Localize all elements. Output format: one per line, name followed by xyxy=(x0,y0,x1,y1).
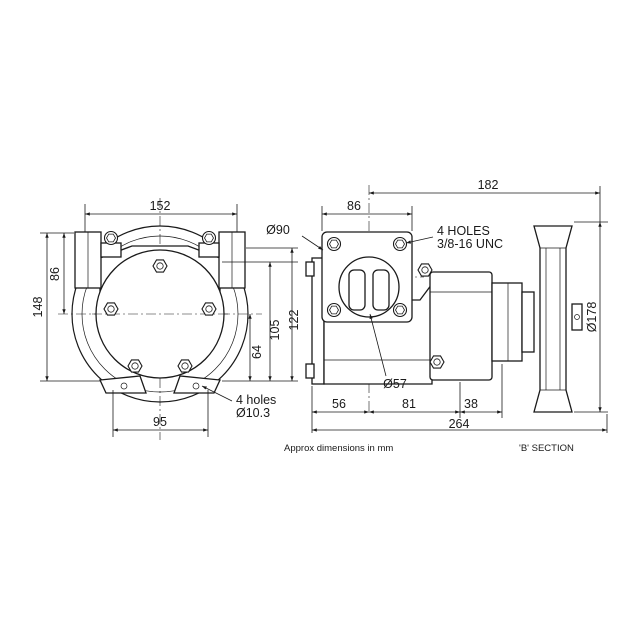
right-foot xyxy=(173,375,221,394)
dim-64-label: 64 xyxy=(250,345,264,359)
port-chamber-left xyxy=(348,269,366,311)
shaft-end xyxy=(571,303,583,331)
cover-nut-bottom-left-icon xyxy=(127,359,143,373)
cover-nut-left-icon xyxy=(103,302,119,316)
left-top-tab xyxy=(100,242,122,258)
clutch-hub xyxy=(491,282,523,362)
dim-86-front-label: 86 xyxy=(48,267,62,281)
dim-86-side-label: 86 xyxy=(347,199,361,213)
thread-holes-label: 4 HOLES xyxy=(437,224,490,238)
cover-nut-bottom-right-icon xyxy=(177,359,193,373)
dim-95-label: 95 xyxy=(153,415,167,429)
flange-bolt-bottom-left-icon xyxy=(326,302,342,318)
thread-holes-leader xyxy=(405,236,434,244)
left-foot xyxy=(99,375,147,394)
clutch-boss xyxy=(521,291,535,353)
port-chamber-right xyxy=(372,269,390,311)
end-cover-lug-top xyxy=(305,261,315,277)
dim-152-label: 152 xyxy=(150,199,171,213)
left-foot-hole xyxy=(120,382,128,390)
holes-label: 4 holes xyxy=(236,393,276,407)
end-cover-lug-bottom xyxy=(305,363,315,379)
holes-leader xyxy=(201,385,233,402)
dim-81-label: 81 xyxy=(402,397,416,411)
side-view: 182 86 Ø90 4 HOLES 3/8-16 UNC Ø178 Ø57 5… xyxy=(266,178,608,433)
flange-dia-label: Ø90 xyxy=(266,223,290,237)
dim-105-label: 105 xyxy=(268,320,282,341)
right-top-tab xyxy=(198,242,220,258)
dim-122-label: 122 xyxy=(287,310,301,331)
flange-bolt-bottom-right-icon xyxy=(392,302,408,318)
right-foot-hole xyxy=(192,382,200,390)
dim-56-label: 56 xyxy=(332,397,346,411)
dim-148-label: 148 xyxy=(31,297,45,318)
outer-housing-outline xyxy=(71,225,249,403)
housing-nut-icon xyxy=(429,355,445,369)
top-right-bolt-icon xyxy=(201,230,217,246)
front-view: 152 86 148 64 105 122 95 4 holes Ø10.3 xyxy=(31,198,301,440)
cover-nut-right-icon xyxy=(201,302,217,316)
shaft-key xyxy=(574,314,580,320)
port-opening xyxy=(338,256,400,318)
holes-diameter-label: Ø10.3 xyxy=(236,406,270,420)
housing-ring xyxy=(81,235,239,393)
thread-size-label: 3/8-16 UNC xyxy=(437,237,503,251)
flange-dia-leader xyxy=(301,235,324,251)
top-left-bolt-icon xyxy=(103,230,119,246)
flange-bolt-top-right-icon xyxy=(392,236,408,252)
dim-38-label: 38 xyxy=(464,397,478,411)
port-dia-label: Ø57 xyxy=(383,377,407,391)
section-label: 'B' SECTION xyxy=(519,443,574,454)
pulley-dia-label: Ø178 xyxy=(585,302,599,333)
dimensions-note: Approx dimensions in mm xyxy=(284,443,393,454)
dim-182-label: 182 xyxy=(478,178,499,192)
cover-nut-top-icon xyxy=(152,259,168,273)
dim-264-label: 264 xyxy=(449,417,470,431)
port-dia-leader xyxy=(369,313,387,377)
flange-bolt-top-left-icon xyxy=(326,236,342,252)
body-nut-top-icon xyxy=(417,263,433,277)
v-pulley xyxy=(533,225,573,413)
